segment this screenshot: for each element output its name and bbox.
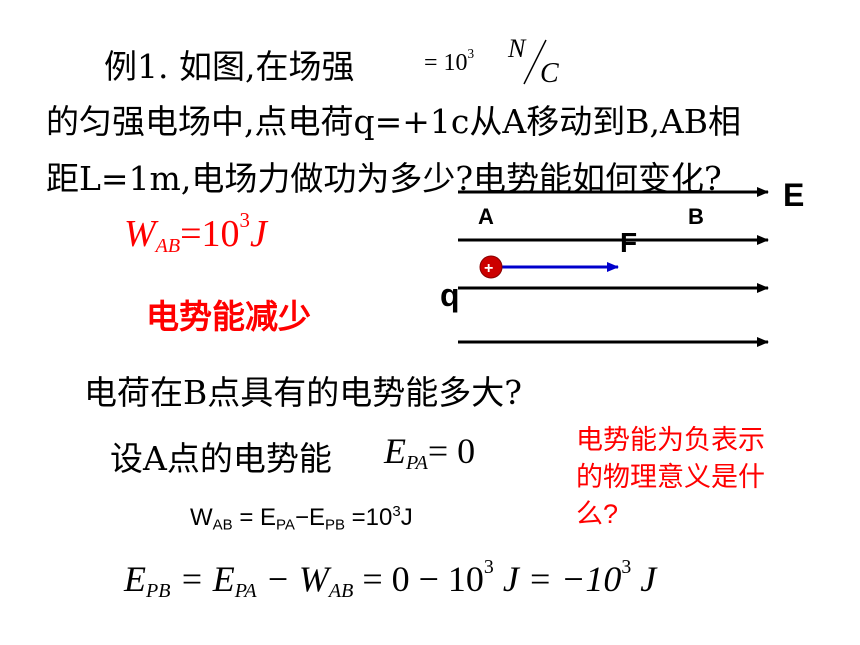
rel-unit: J — [400, 504, 413, 531]
res-sub3: AB — [328, 579, 354, 602]
work-equation: WAB=103J — [124, 208, 267, 258]
question-2: 电荷在B点具有的电势能多大? — [84, 373, 522, 412]
EPA-eq: = 0 — [427, 431, 476, 471]
label-q: q — [440, 277, 460, 313]
work-subscript: AB — [155, 234, 181, 257]
label-B: B — [688, 204, 704, 229]
label-A: A — [478, 204, 494, 229]
res-sub1: PB — [146, 579, 171, 602]
EPA-symbol: E — [384, 431, 406, 471]
note-line-2: 的物理意义是什 — [576, 462, 765, 492]
problem-lead: 例1. 如图,在场强 — [104, 47, 355, 86]
rel-minus: −E — [294, 504, 325, 531]
res-exp1: 3 — [483, 556, 494, 578]
rel-W-sub: AB — [212, 516, 233, 534]
res-rest2: J = −10 — [493, 558, 622, 599]
rel-W: W — [190, 504, 213, 531]
field-eq: = 10 — [424, 49, 468, 76]
label-F: F — [620, 227, 637, 258]
rel-eq1: = E — [232, 504, 277, 531]
note-block: 电势能为负表示 的物理意义是什 么? — [576, 422, 765, 533]
unit-fraction-slash — [523, 39, 547, 85]
rel-eq2: =10 — [344, 504, 393, 531]
work-symbol: W — [124, 212, 156, 255]
charge-sign: + — [484, 260, 493, 277]
field-exp: 3 — [467, 46, 475, 61]
work-unit: J — [249, 212, 267, 255]
unit-numerator: N — [508, 34, 526, 63]
decrease-text: 电势能减少 — [146, 297, 311, 336]
point-charge — [479, 255, 503, 279]
field-strength-value: = 103 — [424, 46, 474, 77]
rel-sub1: PA — [276, 516, 295, 534]
rel-sub2: PB — [324, 516, 345, 534]
res-unit: J — [631, 558, 657, 599]
res-exp2: 3 — [621, 556, 632, 578]
unit-denominator: C — [540, 58, 559, 89]
work-exp: 3 — [239, 208, 250, 232]
set-A-equation: EPA= 0 — [384, 430, 475, 475]
work-eq: =10 — [180, 212, 240, 255]
res-E1: E — [124, 558, 146, 599]
note-line-1: 电势能为负表示 — [576, 425, 765, 455]
EPA-subscript: PA — [406, 452, 428, 474]
field-diagram: + E A B F q — [440, 177, 804, 347]
relation-equation: WAB = EPA−EPB =103J — [190, 503, 413, 534]
note-line-3: 么? — [576, 499, 619, 529]
set-A-text: 设A点的电势能 — [110, 439, 332, 478]
res-rest1: = 0 − 10 — [353, 558, 484, 599]
result-equation: EPB = EPA − WAB = 0 − 103 J = −103 J — [124, 556, 656, 603]
rel-exp: 3 — [392, 503, 401, 520]
res-minusW: − W — [256, 558, 329, 599]
res-eq: = E — [170, 558, 235, 599]
label-E: E — [783, 177, 804, 213]
res-sub2: PA — [234, 579, 257, 602]
problem-line-2: 的匀强电场中,点电荷q=+1c从A移动到B,AB相 — [46, 102, 742, 141]
